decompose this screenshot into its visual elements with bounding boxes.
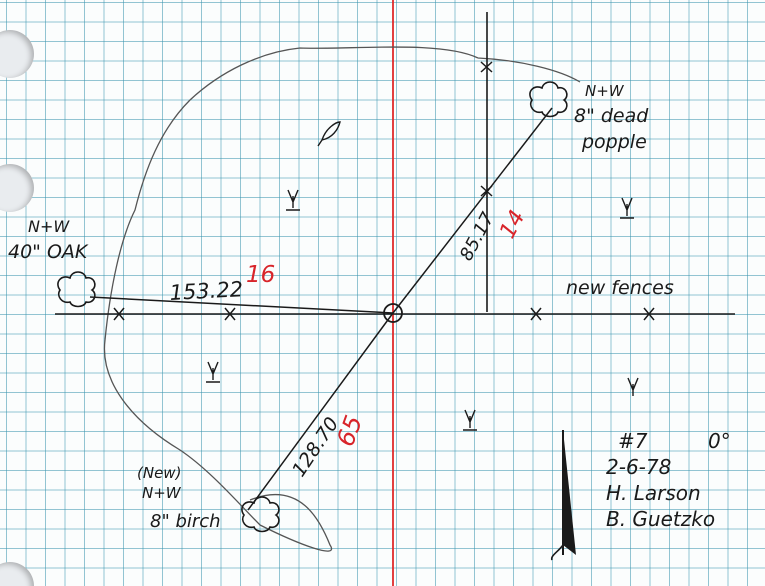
record-bearing: 0° [708,429,731,453]
record-date: 2-6-78 [606,455,671,479]
wetland-boundary [103,46,581,552]
fence-label: new fences [566,277,674,299]
line-to-birch [247,312,394,511]
tree-cloud-icon [241,496,280,533]
leaf-icon [317,121,341,147]
marsh-tuft-icon [206,361,220,383]
marsh-tuft-icon [620,197,634,219]
line-to-oak [89,296,394,314]
marsh-tuft-icon [286,189,300,211]
oak-marker: N+W [28,217,70,236]
popple-distance: 85.17 [456,209,499,265]
fence-tick-marks [113,61,655,321]
oak-distance: 153.22 [169,277,244,305]
tree-cloud-icon [57,271,96,308]
line-to-popple [392,107,553,314]
marsh-tuft-icon [627,377,639,396]
birch-red-mark: 65 [331,412,368,450]
birch-note: (New) [137,464,181,482]
popple-label-line1: 8" dead [574,105,649,127]
vertical-tick-top [480,61,493,73]
record-surveyor-2: B. Guetzko [606,507,715,531]
oak-red-mark: 16 [246,262,275,288]
birch-distance: 128.70 [288,413,343,480]
popple-marker: N+W [585,82,625,100]
tree-cloud-icon [529,81,568,118]
birch-marker: N+W [142,484,182,502]
popple-label-line2: popple [581,131,647,153]
oak-label: 40" OAK [8,241,89,263]
popple-red-mark: 14 [495,206,530,242]
north-arrow-icon [550,430,576,561]
marsh-tuft-icon [463,409,477,431]
record-surveyor-1: H. Larson [606,481,701,505]
record-number: #7 [618,429,648,453]
marsh-symbols [206,121,639,431]
center-point-icon [383,303,403,323]
birch-label: 8" birch [150,511,221,532]
